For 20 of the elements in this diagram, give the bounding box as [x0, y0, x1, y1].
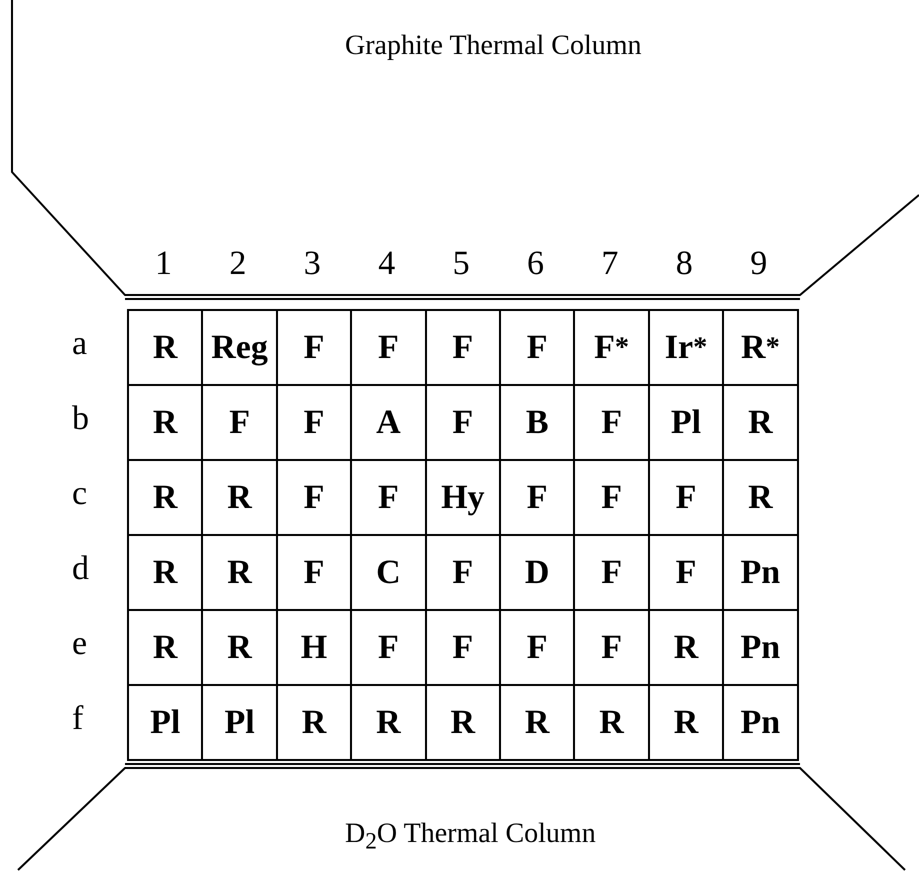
- column-number: 9: [750, 245, 768, 283]
- column-number: 2: [229, 245, 246, 283]
- row-letter: d: [72, 550, 89, 588]
- column-number: 6: [527, 245, 544, 283]
- row-letter: e: [72, 625, 88, 663]
- row-letter: c: [72, 475, 88, 513]
- region-label: Graphite Thermal Column: [345, 30, 642, 62]
- column-number: 1: [155, 245, 172, 283]
- grid-cell: Pn: [722, 684, 799, 761]
- column-number: 7: [601, 245, 618, 283]
- region-label: D$_{2}$O Thermal Column: [345, 818, 596, 856]
- column-number: 3: [304, 245, 321, 283]
- column-number: 4: [378, 245, 396, 283]
- row-letter: f: [72, 700, 84, 738]
- column-number: 5: [452, 245, 470, 283]
- grid-cell: R: [127, 309, 204, 386]
- column-number: 8: [676, 245, 693, 283]
- row-letter: b: [72, 400, 89, 438]
- row-letter: a: [72, 325, 88, 363]
- grid-cell: Pl: [127, 684, 204, 761]
